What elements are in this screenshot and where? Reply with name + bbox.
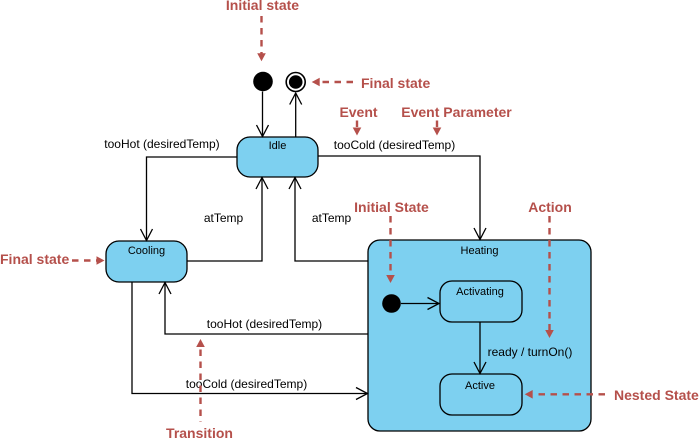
svg-text:Action: Action (528, 199, 572, 215)
svg-text:Idle: Idle (269, 140, 287, 152)
svg-text:Active: Active (465, 380, 495, 392)
svg-text:tooCold (desiredTemp): tooCold (desiredTemp) (334, 138, 455, 152)
svg-text:Event Parameter: Event Parameter (401, 104, 512, 120)
svg-text:tooHot (desiredTemp): tooHot (desiredTemp) (104, 137, 219, 151)
svg-text:Activating: Activating (456, 286, 504, 298)
svg-text:Event: Event (339, 104, 377, 120)
svg-text:ready / turnOn(): ready / turnOn() (488, 345, 573, 359)
svg-text:atTemp: atTemp (312, 211, 352, 225)
svg-text:Initial state: Initial state (226, 0, 299, 13)
svg-text:atTemp: atTemp (204, 211, 244, 225)
svg-text:tooHot (desiredTemp): tooHot (desiredTemp) (207, 317, 322, 331)
svg-text:Nested State: Nested State (614, 387, 699, 403)
svg-text:Final state: Final state (361, 75, 430, 91)
svg-text:Initial State: Initial State (354, 199, 429, 215)
svg-text:Cooling: Cooling (128, 245, 165, 257)
svg-text:Final state: Final state (0, 251, 69, 267)
svg-text:Heating: Heating (461, 245, 499, 257)
svg-text:Transition: Transition (166, 425, 233, 439)
svg-text:tooCold (desiredTemp): tooCold (desiredTemp) (186, 377, 307, 391)
